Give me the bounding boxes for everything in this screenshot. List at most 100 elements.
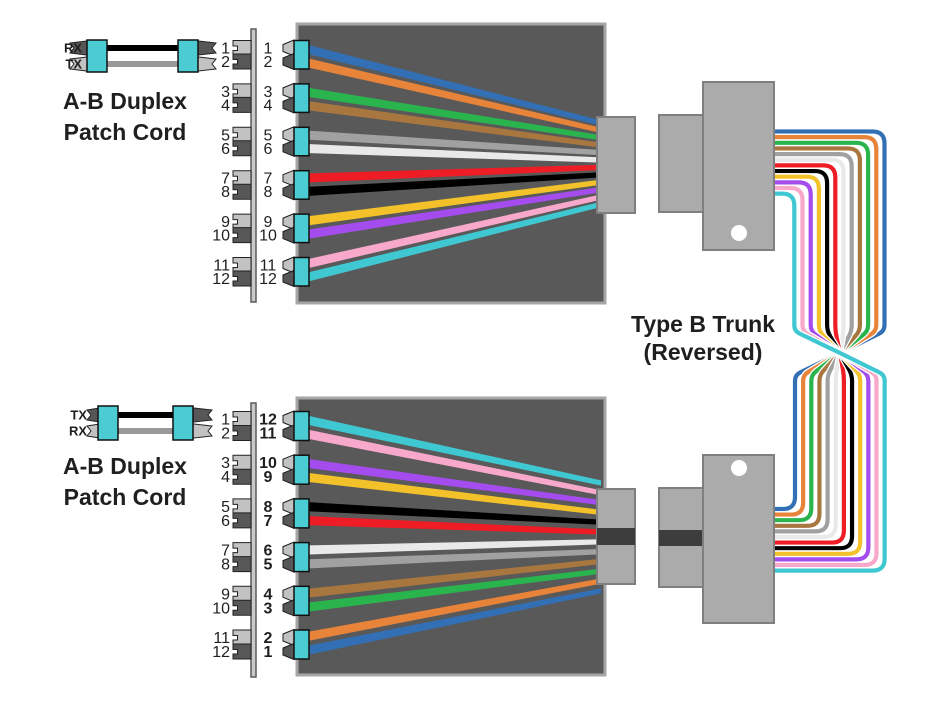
patchcord-bottom-caption-line1: A-B Duplex: [63, 453, 187, 479]
port-number-right: 3: [264, 84, 273, 101]
trunk-cable-layer: [770, 128, 889, 574]
port-number-right: 6: [264, 141, 273, 158]
port-number-right: 5: [264, 557, 273, 574]
fiber-orange: [302, 56, 601, 133]
fiber-yellow: [302, 472, 601, 515]
patchcord-top-caption-line1: A-B Duplex: [63, 88, 187, 114]
lc-boot-light: [282, 126, 295, 144]
port-tab-light: [232, 83, 252, 100]
lc-boot-light: [282, 256, 295, 274]
cassette-panel: [295, 22, 607, 305]
lc-duplex-connector: [293, 126, 310, 157]
port-number-right: 5: [264, 127, 273, 144]
lc-duplex-connector: [293, 410, 310, 442]
port-number-right: 1: [264, 644, 273, 661]
trunk-connector-top-key-dot: [731, 225, 747, 241]
lc-boot-dark: [282, 467, 295, 486]
lc-boot-dark: [282, 599, 295, 617]
cord-connector-right: [172, 405, 194, 441]
port-number-left: 6: [221, 513, 230, 530]
patch-cords-layer: [69, 39, 217, 441]
lc-duplex-connector: [293, 83, 310, 114]
port-number-left: 9: [221, 214, 230, 231]
port-number-right: 11: [260, 426, 277, 443]
lc-duplex-connector: [293, 454, 310, 485]
fiber-red: [302, 515, 601, 535]
port-number-right: 6: [264, 543, 273, 560]
port-number-left: 6: [221, 141, 230, 158]
lc-boot-dark: [282, 182, 295, 201]
port-tab-light: [232, 411, 252, 427]
port-number-left: 11: [213, 258, 230, 275]
lc-boot-light: [282, 628, 295, 647]
port-number-left: 8: [221, 184, 230, 201]
fiber-aqua: [302, 201, 601, 284]
port-tab-dark: [232, 468, 252, 485]
trunk-connector-top-boot: [658, 114, 706, 213]
port-tab-dark: [232, 643, 252, 660]
lc-boot-dark: [282, 511, 295, 530]
fiber-red: [302, 164, 601, 183]
cord-fiber-black: [103, 45, 182, 51]
fiber-rose: [302, 428, 601, 496]
port-number-right: 3: [264, 600, 273, 617]
fiber-blue: [302, 43, 601, 126]
port-number-left: 7: [221, 543, 230, 560]
port-number-left: 10: [212, 600, 230, 617]
fiber-white: [302, 539, 601, 555]
patchcord-top-caption-line2: Patch Cord: [64, 119, 187, 145]
lc-boot-dark: [282, 424, 295, 442]
trunk-label-line2: (Reversed): [644, 339, 763, 365]
port-number-right: 2: [264, 630, 273, 647]
port-tab-light: [232, 126, 252, 143]
lc-boot-light: [282, 585, 295, 603]
port-number-right: 10: [259, 455, 277, 472]
lc-duplex-connector: [293, 169, 310, 200]
port-number-left: 3: [221, 84, 230, 101]
lc-duplex-connector: [293, 541, 310, 573]
port-number-left: 12: [212, 271, 230, 288]
patchcord-top-rx-label: RX: [64, 41, 82, 56]
lc-boot-dark: [282, 139, 295, 158]
labels-layer: RX TX A-B Duplex Patch Cord TX RX A-B Du…: [63, 41, 775, 511]
port-number-left: 4: [221, 469, 230, 486]
lc-boot-light: [282, 169, 295, 187]
port-number-left: 5: [221, 127, 230, 144]
port-tab-light: [232, 40, 252, 56]
fiber-black: [302, 172, 601, 197]
trunk-connector-bottom-key-stripe: [659, 530, 703, 546]
port-tab-dark: [232, 96, 252, 113]
lc-boot-dark: [282, 269, 295, 288]
adapter-plate-bar: [250, 402, 257, 678]
lc-duplex-connector: [293, 256, 310, 287]
trunk-connector-bottom-key-dot: [731, 460, 747, 476]
port-number-left: 11: [213, 630, 230, 647]
trunk-label-line1: Type B Trunk: [631, 311, 775, 337]
fiber-green: [302, 86, 601, 141]
lc-boot-dark: [282, 226, 295, 244]
fiber-blue: [302, 588, 601, 657]
trunk-connectors: [658, 81, 775, 624]
cassette-mpo-ferrule: [596, 116, 636, 214]
fiber-aqua: [302, 414, 601, 486]
lc-duplex-connector: [293, 39, 310, 70]
lc-boot-light: [282, 82, 295, 101]
lc-boot-dark: [282, 52, 295, 71]
fiber-slate: [302, 130, 601, 156]
port-tab-dark: [232, 512, 252, 529]
fiber-yellow: [302, 179, 601, 227]
lc-duplex-connector: [293, 213, 310, 244]
port-number-right: 11: [260, 258, 277, 275]
port-number-right: 10: [259, 228, 277, 245]
port-tab-dark: [232, 227, 252, 244]
lc-duplex-connector: [293, 585, 310, 617]
port-tab-light: [232, 542, 252, 559]
lc-boot-light: [282, 453, 295, 472]
lc-duplex-connector: [293, 498, 310, 529]
trunk-connector-bottom-body: [702, 454, 775, 624]
